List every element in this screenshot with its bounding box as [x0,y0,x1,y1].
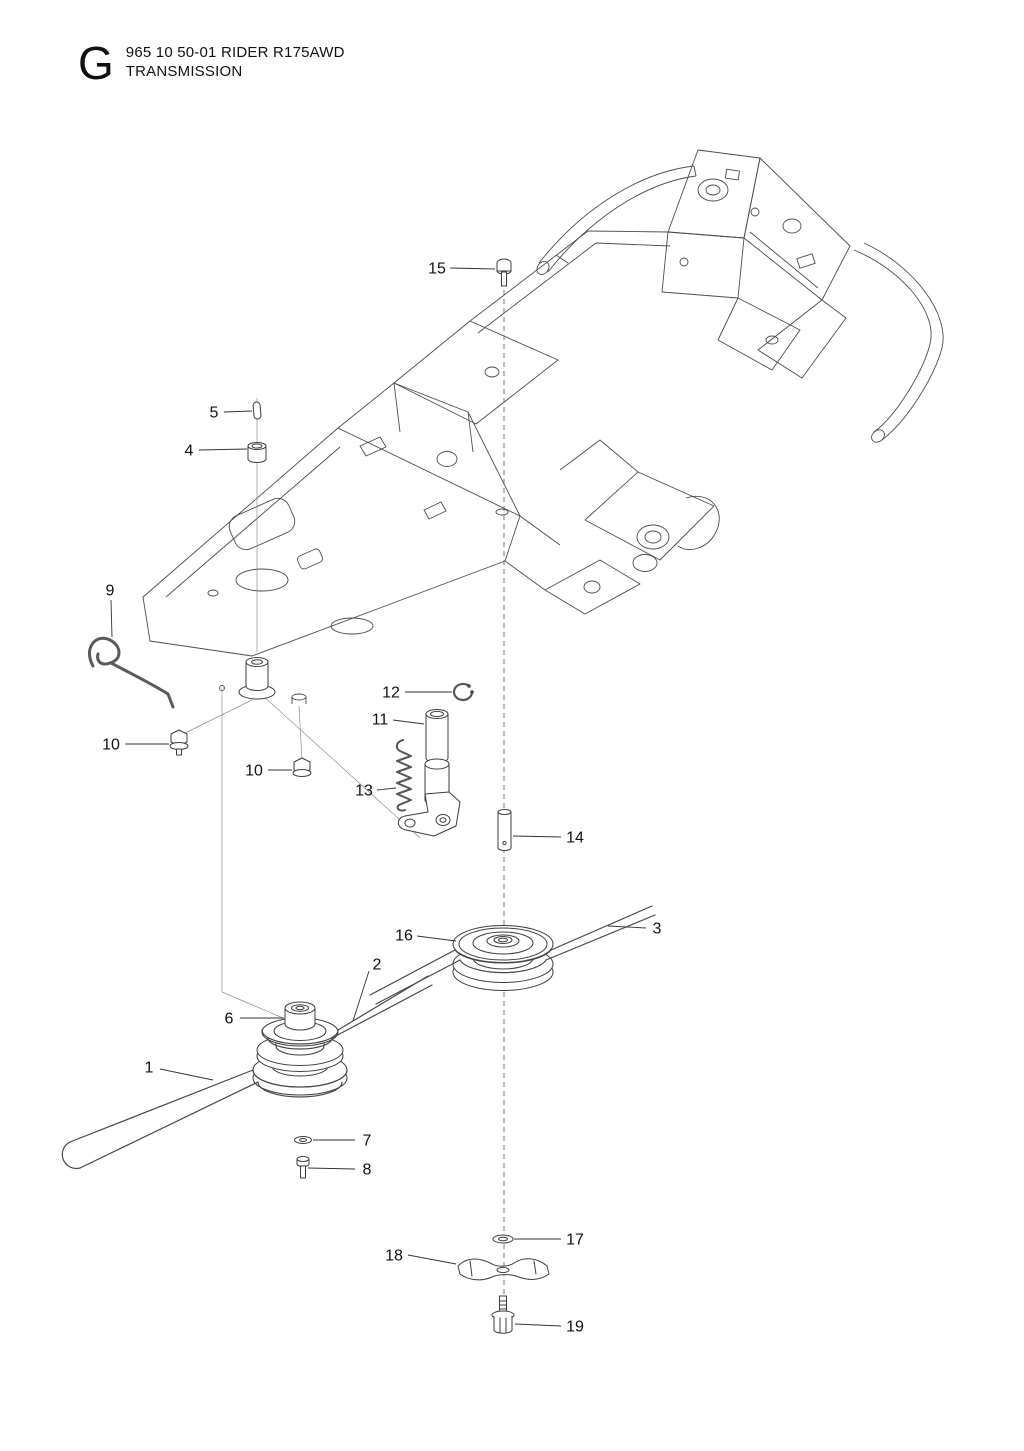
callout-label-16-8: 8 [363,1162,372,1179]
part-bolt-8 [296,1156,310,1179]
part-pulley-16 [452,925,554,991]
part-pin-14 [497,809,512,851]
part-bolt-19 [491,1295,515,1334]
callout-label-7-11: 11 [372,712,389,729]
callout-label-9-14: 14 [566,830,584,847]
callout-label-5-10: 10 [245,763,263,780]
callout-label-17-17: 17 [566,1232,584,1249]
callout-label-13-6: 6 [225,1011,234,1028]
part-washer-17 [492,1234,514,1244]
callout-leader-3-9 [110,599,113,638]
callout-label-2-4: 4 [185,443,194,460]
callout-label-0-15: 15 [428,261,446,278]
part-snap-ring-12 [452,682,474,702]
part-belt-1 [61,1069,348,1170]
chassis-frame [142,149,944,704]
part-pin-5 [252,401,262,420]
callout-label-12-2: 2 [373,957,382,974]
part-spring-13 [395,739,412,812]
callout-leader-1-5 [223,410,253,413]
part-bolt-15 [496,258,512,287]
part-bolt-10-left [169,729,189,756]
title-lines: 965 10 50-01 RIDER R175AWD TRANSMISSION [126,42,345,84]
part-idler-arm [397,758,461,837]
callout-label-10-16: 16 [395,928,413,945]
callout-leader-10-16 [416,935,457,942]
callout-label-8-13: 13 [355,783,373,800]
part-bracket-18 [457,1258,550,1281]
callout-label-4-10: 10 [102,737,120,754]
part-rod-9 [87,636,175,709]
callout-leader-18-18 [407,1254,457,1265]
part-belt-3 [369,905,656,1005]
callout-label-6-12: 12 [382,685,400,702]
title-block: G 965 10 50-01 RIDER R175AWD TRANSMISSIO… [78,37,345,89]
callout-label-14-1: 1 [145,1060,154,1077]
callout-leader-7-11 [392,719,425,725]
section-letter: G [78,37,114,89]
part-pulley-6 [252,1001,348,1096]
alignment-lines [180,398,421,1019]
callout-leader-9-14 [512,835,562,838]
part-sleeve-11 [425,709,449,763]
diagram-subtitle: TRANSMISSION [125,63,243,80]
callout-leader-14-1 [159,1068,214,1081]
callout-leader-2-4 [198,448,248,451]
part-washer-7 [294,1136,312,1144]
callout-label-15-7: 7 [363,1133,372,1150]
diagram-title: 965 10 50-01 RIDER R175AWD [125,44,345,61]
callout-leader-16-8 [307,1167,356,1170]
part-pivot-bracket [238,657,276,700]
callout-leader-12-2 [352,970,370,1022]
callout-label-19-19: 19 [566,1319,584,1336]
callout-label-11-3: 3 [653,921,662,938]
callout-leader-8-13 [376,787,397,791]
callout-label-1-5: 5 [210,405,219,422]
callout-label-18-18: 18 [385,1248,403,1265]
callout-leader-0-15 [449,267,496,270]
callout-leader-19-19 [514,1323,562,1327]
part-nut-10-right [292,757,312,777]
callout-label-3-9: 9 [106,583,115,600]
part-bushing-4 [247,442,267,463]
callout-leader-11-3 [607,925,647,929]
